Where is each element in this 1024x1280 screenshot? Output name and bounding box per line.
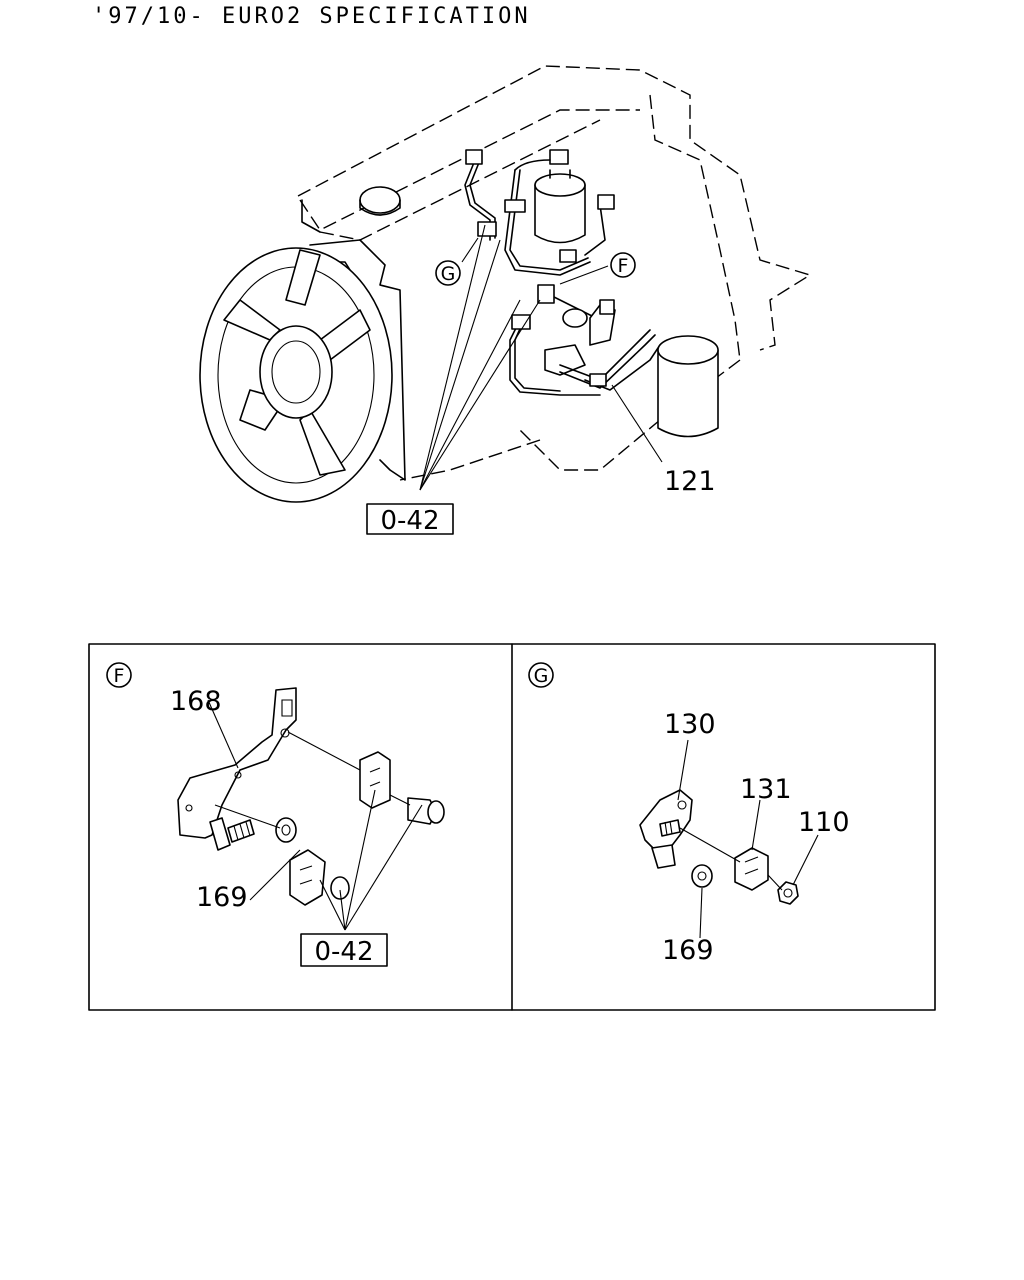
detail-g-marker: G	[528, 662, 554, 688]
fuel-filter	[534, 184, 586, 244]
engine-illustration	[199, 65, 812, 503]
detail-f-part-169: 169	[196, 882, 248, 913]
detail-f-panel: F 168 169	[106, 662, 445, 967]
callout-f-marker: F	[610, 252, 636, 278]
page-title: '97/10- EURO2 SPECIFICATION	[92, 4, 531, 29]
detail-f-part-168: 168	[170, 686, 222, 717]
detail-f-marker-text: F	[114, 665, 125, 687]
callout-g-marker: G	[435, 260, 461, 286]
part-label-121: 121	[664, 466, 716, 497]
detail-f-marker: F	[106, 662, 132, 688]
reference-box-main-text: 0-42	[380, 506, 439, 536]
leader-line	[419, 224, 486, 491]
oil-filter	[657, 349, 719, 438]
callout-g-text: G	[441, 263, 456, 285]
bracket-168	[177, 687, 297, 839]
reference-box-f-text: 0-42	[314, 937, 373, 967]
detail-g-part-169: 169	[662, 935, 714, 966]
reference-box-main: 0-42	[366, 503, 454, 536]
detail-g-marker-text: G	[534, 665, 549, 687]
detail-g-part-130: 130	[664, 709, 716, 740]
detail-g-part-110: 110	[798, 807, 850, 838]
clamp-131	[734, 847, 769, 891]
bracket-130	[639, 789, 693, 851]
reference-box-f: 0-42	[300, 933, 388, 967]
callout-f-text: F	[618, 255, 629, 277]
detail-g-part-131: 131	[740, 774, 792, 805]
detail-g-panel: G 130 131 110 169	[528, 662, 850, 966]
